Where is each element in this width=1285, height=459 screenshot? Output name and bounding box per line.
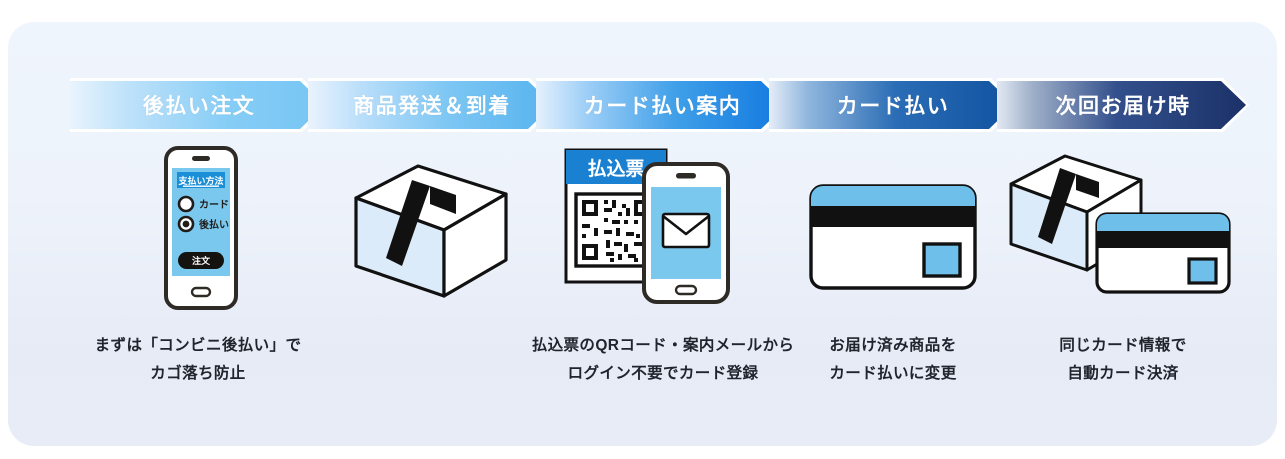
caption-4-line-2: カード払いに変更 bbox=[829, 365, 957, 382]
chevron-fill bbox=[997, 81, 1246, 129]
payment-flow-banner: 後払い注文 商品発送＆到着 カード払い案内 カード払い 次回お届け時 bbox=[8, 22, 1277, 446]
illustration-smartphone-payment: 支払い方法 カード 後払い 注文 bbox=[70, 142, 328, 317]
step-label-1: 後払い注文 bbox=[142, 95, 256, 118]
chevron-fill bbox=[308, 81, 553, 129]
illustration-row: 支払い方法 カード 後払い 注文 bbox=[8, 142, 1277, 317]
caption-3-line-2: ログイン不要でカード登録 bbox=[567, 365, 759, 382]
phone-submit-button-label: 注文 bbox=[192, 255, 211, 266]
caption-5: 同じカード情報で 自動カード決済 bbox=[997, 332, 1249, 388]
illustration-shipping-box bbox=[308, 142, 556, 317]
payment-slip-icon: 払込票 bbox=[564, 148, 730, 304]
chevron-fill bbox=[70, 81, 325, 129]
package-box-icon bbox=[354, 164, 508, 298]
step-chevron-row: 後払い注文 商品発送＆到着 カード払い案内 カード払い 次回お届け時 bbox=[8, 78, 1277, 132]
caption-1-line-2: カゴ落ち防止 bbox=[150, 365, 246, 382]
chevron-fill bbox=[536, 81, 786, 129]
step-chevron-3: カード払い案内 bbox=[536, 78, 789, 132]
slip-header-label: 払込票 bbox=[587, 158, 644, 180]
envelope-icon bbox=[661, 212, 711, 249]
smartphone-icon: 支払い方法 カード 後払い 注文 bbox=[164, 146, 238, 310]
step-chevron-5: 次回お届け時 bbox=[997, 78, 1249, 132]
caption-5-line-2: 自動カード決済 bbox=[1067, 365, 1179, 382]
step-chevron-1: 後払い注文 bbox=[70, 78, 328, 132]
phone-header-label: 支払い方法 bbox=[177, 175, 223, 186]
step-chevron-4: カード払い bbox=[769, 78, 1017, 132]
phone-option-deferred-label: 後払い bbox=[199, 218, 229, 231]
chevron-fill bbox=[769, 81, 1014, 129]
caption-1-line-1: まずは「コンビニ後払い」で bbox=[94, 337, 302, 354]
illustration-box-with-card bbox=[997, 142, 1249, 317]
package-box-card-icon bbox=[1009, 154, 1231, 294]
credit-card-icon bbox=[809, 184, 977, 290]
radio-selected-dot bbox=[182, 220, 190, 228]
step-label-5: 次回お届け時 bbox=[1055, 95, 1191, 118]
phone-option-card-label: カード bbox=[199, 199, 229, 211]
caption-4-line-1: お届け済み商品を bbox=[829, 337, 957, 354]
illustration-credit-card bbox=[769, 142, 1017, 317]
caption-4: お届け済み商品を カード払いに変更 bbox=[769, 332, 1017, 388]
step-label-4: カード払い bbox=[836, 95, 950, 118]
step-chevron-2: 商品発送＆到着 bbox=[308, 78, 556, 132]
mail-phone-icon bbox=[642, 162, 730, 304]
caption-row: まずは「コンビニ後払い」で カゴ落ち防止 払込票のQRコード・案内メールから ロ… bbox=[8, 332, 1277, 412]
caption-5-line-1: 同じカード情報で bbox=[1059, 337, 1187, 354]
step-label-2: 商品発送＆到着 bbox=[353, 95, 511, 118]
illustration-slip-and-mail: 払込票 bbox=[536, 142, 789, 317]
caption-3-line-1: 払込票のQRコード・案内メールから bbox=[531, 337, 795, 354]
caption-1: まずは「コンビニ後払い」で カゴ落ち防止 bbox=[48, 332, 348, 388]
caption-3: 払込票のQRコード・案内メールから ログイン不要でカード登録 bbox=[503, 332, 823, 388]
step-label-3: カード払い案内 bbox=[583, 95, 742, 118]
